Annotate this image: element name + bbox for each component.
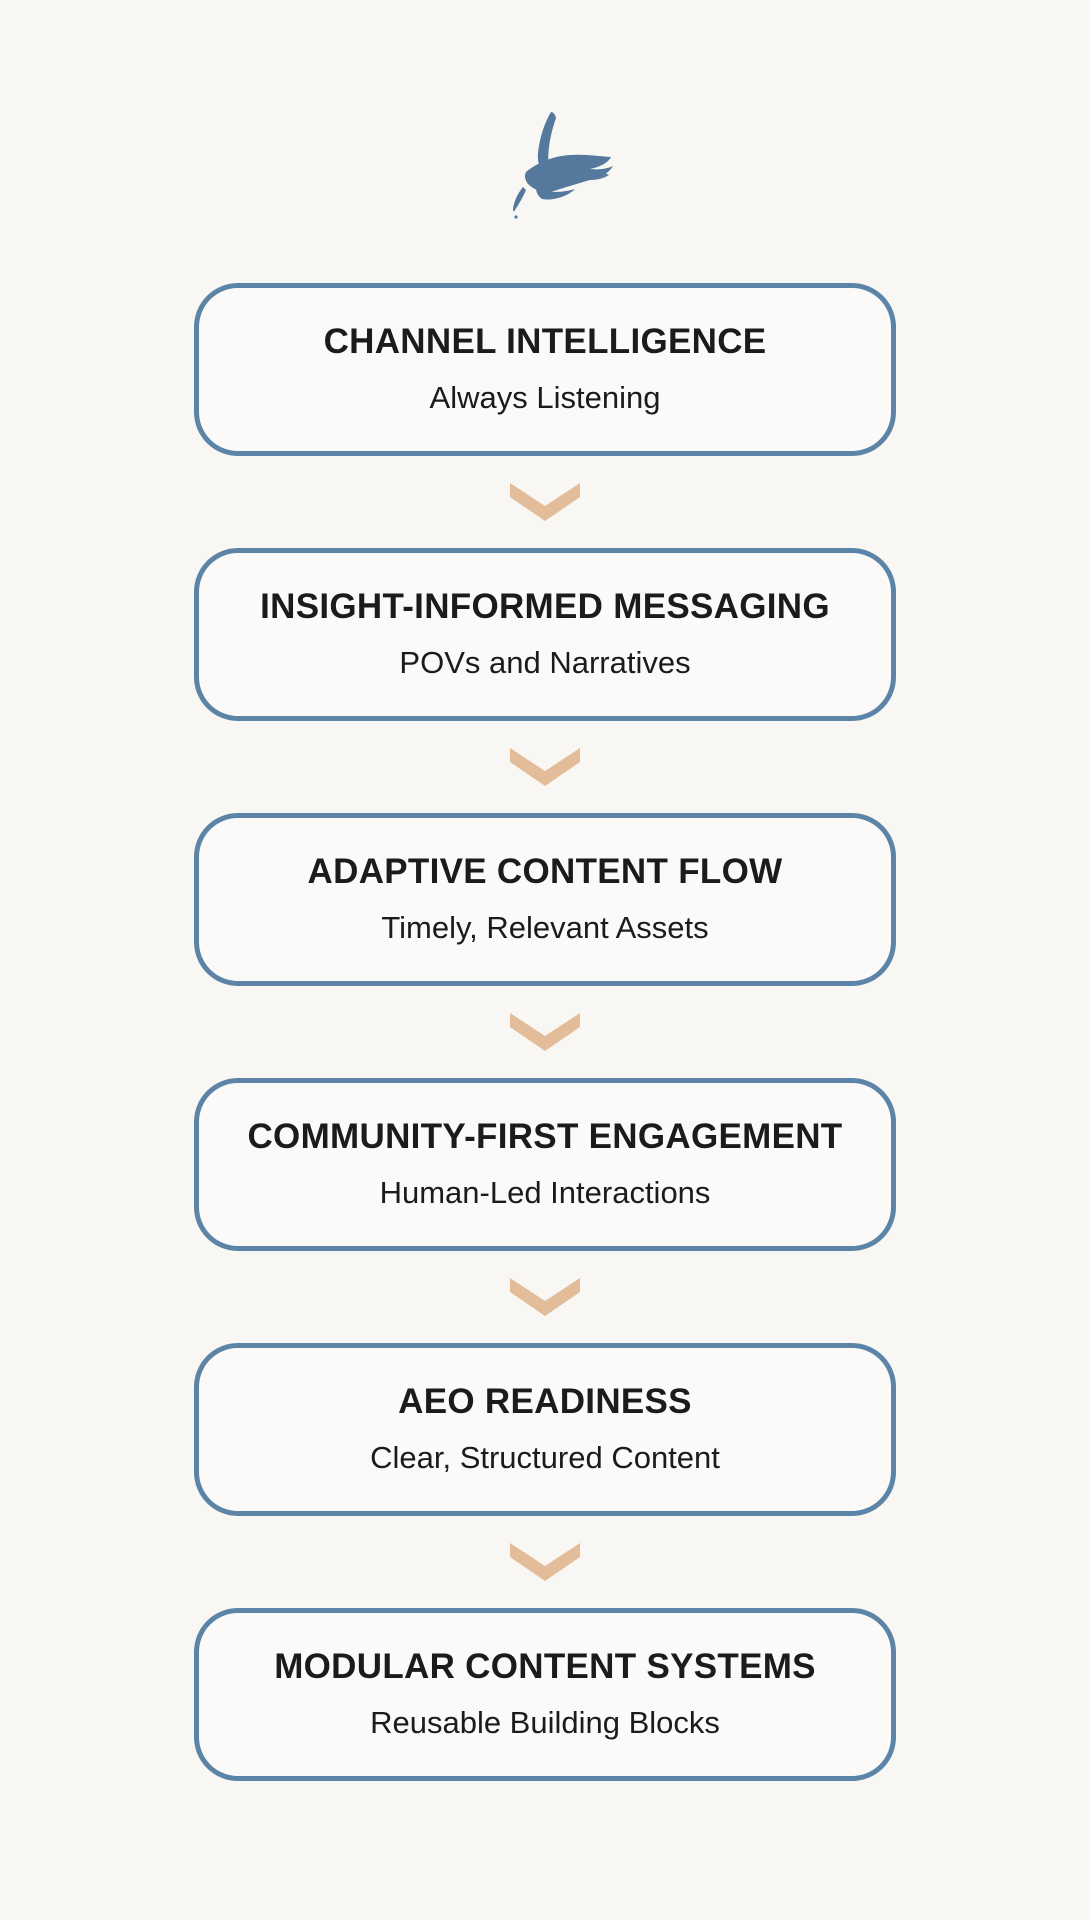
step-subtitle: Always Listening bbox=[429, 379, 661, 415]
step-subtitle: POVs and Narratives bbox=[399, 644, 691, 680]
step-title: ADAPTIVE CONTENT FLOW bbox=[307, 852, 783, 892]
step-subtitle: Clear, Structured Content bbox=[370, 1439, 720, 1475]
step-subtitle: Timely, Relevant Assets bbox=[381, 909, 709, 945]
flow-step-channel-intelligence: CHANNEL INTELLIGENCE Always Listening bbox=[194, 283, 896, 456]
flow-step-insight-informed-messaging: INSIGHT-INFORMED MESSAGING POVs and Narr… bbox=[194, 548, 896, 721]
flow-step-modular-content-systems: MODULAR CONTENT SYSTEMS Reusable Buildin… bbox=[194, 1608, 896, 1781]
chevron-down-icon bbox=[510, 1013, 580, 1051]
flow-step-adaptive-content-flow: ADAPTIVE CONTENT FLOW Timely, Relevant A… bbox=[194, 813, 896, 986]
step-title: COMMUNITY-FIRST ENGAGEMENT bbox=[247, 1117, 843, 1157]
chevron-down-icon bbox=[510, 483, 580, 521]
chevron-down-icon bbox=[510, 1543, 580, 1581]
step-title: INSIGHT-INFORMED MESSAGING bbox=[260, 587, 830, 627]
step-title: AEO READINESS bbox=[398, 1382, 692, 1422]
step-subtitle: Human-Led Interactions bbox=[379, 1174, 711, 1210]
step-subtitle: Reusable Building Blocks bbox=[370, 1704, 720, 1740]
chevron-down-icon bbox=[510, 1278, 580, 1316]
flow-step-community-first-engagement: COMMUNITY-FIRST ENGAGEMENT Human-Led Int… bbox=[194, 1078, 896, 1251]
flow-step-aeo-readiness: AEO READINESS Clear, Structured Content bbox=[194, 1343, 896, 1516]
chevron-down-icon bbox=[510, 748, 580, 786]
step-title: CHANNEL INTELLIGENCE bbox=[323, 322, 767, 362]
brush-bird-logo bbox=[496, 100, 626, 230]
step-title: MODULAR CONTENT SYSTEMS bbox=[274, 1647, 816, 1687]
